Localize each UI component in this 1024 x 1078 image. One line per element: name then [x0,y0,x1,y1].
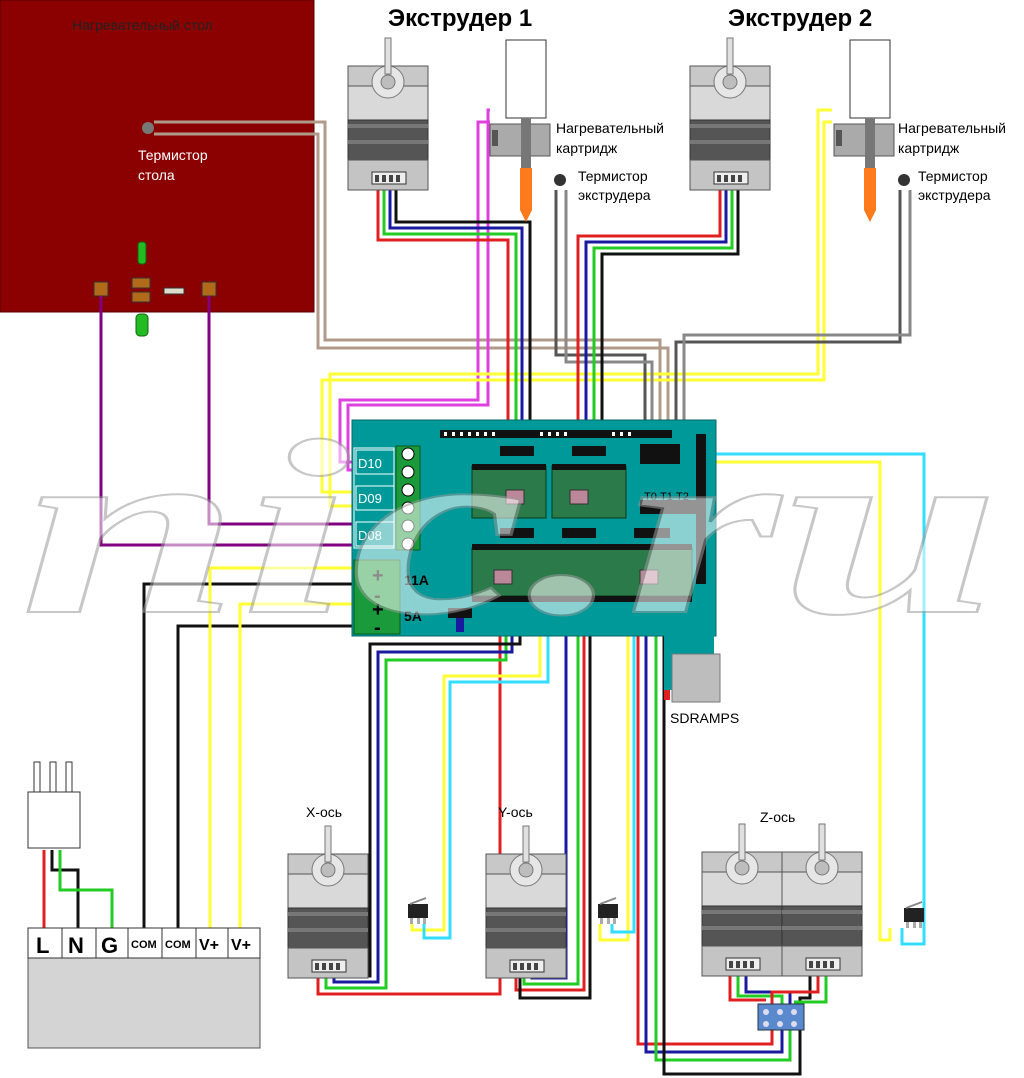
psu-v1-label: V+ [199,937,219,954]
d08-label: D08 [358,528,382,543]
extruder-2-thermistor [898,174,910,186]
watermark: nic.ru [20,390,1000,667]
ext-thermistor-2-label-1: Термистор [918,168,988,184]
sdramps-label: SDRAMPS [670,710,739,726]
x-endstop [407,897,429,925]
extruder-1-stepper [347,37,429,191]
bed-label: Нагревательный стол [72,17,213,33]
ext-thermistor-1-label-1: Термистор [578,168,648,184]
cartridge-2-label-2: картридж [898,140,960,156]
extruder-1-hotend [489,39,551,223]
t0-label: T0 [644,491,657,503]
z-axis-motors: Z-ось [701,809,863,1031]
extruder-2-hotend [833,39,895,223]
z-endstop [903,901,925,929]
extruder-1-title: Экструдер 1 [388,5,532,32]
svg-text:+: + [372,599,384,621]
power-supply: L N G COM COM V+ V+ [27,761,261,1049]
heated-bed: Нагревательный стол Термистор стола [0,0,315,337]
sdramps-module: SDRAMPS [664,620,739,726]
d09-label: D09 [358,491,382,506]
cartridge-1-label-1: Нагревательный [556,120,664,136]
x-axis-label: X-ось [306,804,342,820]
bed-thermistor-label-1: Термистор [138,147,208,163]
y-axis-motor: Y-ось [485,804,567,979]
y-endstop [597,897,619,925]
psu-com1-label: COM [131,939,157,951]
cartridge-1-label-2: картридж [556,140,618,156]
t2-label: T2 [676,491,689,503]
ext-thermistor-2-label-2: экструдера [918,187,991,203]
extruder-1: Экструдер 1 Нагревательный картридж Терм… [347,5,664,223]
svg-text:-: - [374,617,381,639]
extruder-2-title: Экструдер 2 [728,5,872,32]
y-axis-label: Y-ось [498,804,533,820]
extruder-2-stepper [689,37,771,191]
t1-label: T1 [660,491,673,503]
x-axis-motor: X-ось [287,804,369,979]
5a-label: 5A [404,608,422,624]
z-axis-label: Z-ось [760,809,795,825]
ramps-board: T0 T1 T2 D10 D09 D08 + - + - 11A 5A [351,419,717,639]
extruder-2: Экструдер 2 Нагревательный картридж Терм… [689,5,1006,223]
11a-label: 11A [404,572,429,588]
bed-thermistor [142,122,154,134]
d10-label: D10 [358,456,382,471]
extruder-1-thermistor [554,174,566,186]
bed-thermistor-label-2: стола [138,167,175,183]
psu-l-label: L [36,933,49,958]
psu-g-label: G [101,933,118,958]
ext-thermistor-1-label-2: экструдера [578,187,651,203]
led-icon [137,241,147,265]
cartridge-2-label-1: Нагревательный [898,120,1006,136]
svg-text:-: - [374,585,381,607]
svg-text:+: + [372,565,384,587]
psu-n-label: N [68,933,84,958]
psu-v2-label: V+ [231,937,251,954]
psu-com2-label: COM [165,939,191,951]
